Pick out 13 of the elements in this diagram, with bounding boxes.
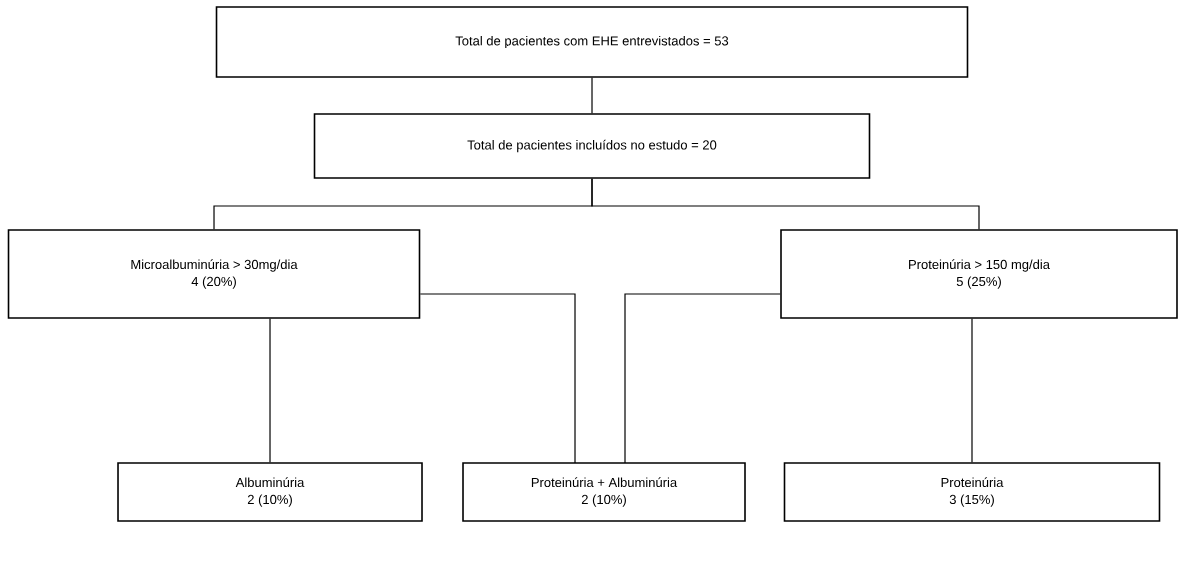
process-box: Proteinúria + Albuminúria 2 (10%) <box>462 462 746 522</box>
process-box: Microalbuminúria > 30mg/dia 4 (20%) <box>7 229 421 319</box>
process-box: Total de pacientes com EHE entrevistados = 53 <box>215 6 969 78</box>
connector-line <box>419 293 576 464</box>
connector-line <box>591 77 593 114</box>
connector-line <box>971 318 973 463</box>
process-box: Proteinúria 3 (15%) <box>783 462 1161 522</box>
process-box: Total de pacientes incluídos no estudo = 20 <box>313 113 871 179</box>
connector-line <box>591 178 980 230</box>
process-box: Proteinúria > 150 mg/dia 5 (25%) <box>780 229 1178 319</box>
connector-line <box>624 293 781 464</box>
process-box: Albuminúria 2 (10%) <box>117 462 423 522</box>
connector-line <box>269 318 271 463</box>
